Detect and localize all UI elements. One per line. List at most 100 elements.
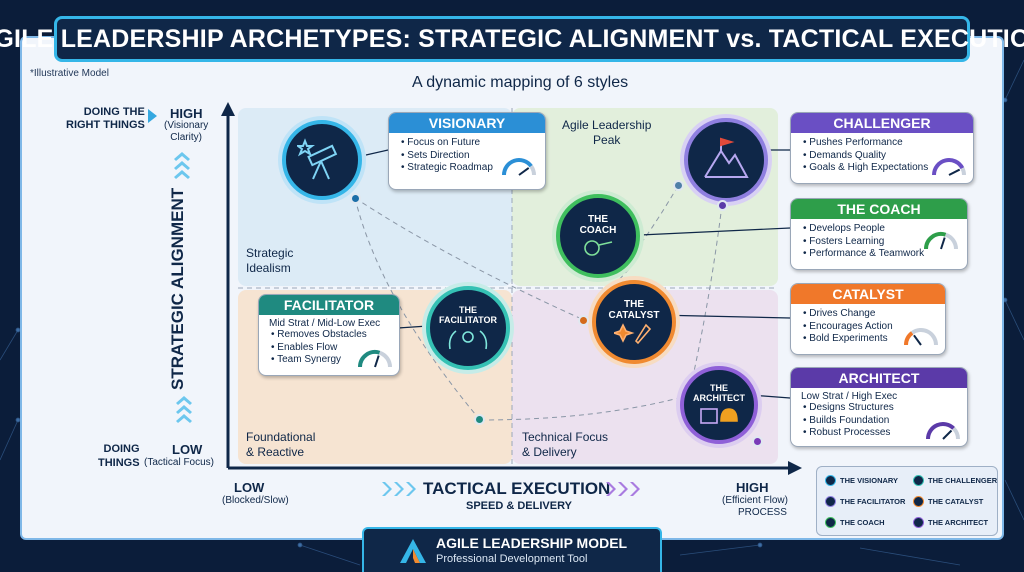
rocket-icon [614,323,652,345]
gauge-needle [942,429,953,440]
illustrative-note: *Illustrative Model [30,68,109,79]
list-item: Team Synergy [271,354,399,367]
facilitator-circle-label: THE FACILITATOR [439,305,497,325]
visionary-box: VISIONARY Focus on Future Sets Direction… [388,112,546,190]
visionary-dot [350,193,361,204]
legend-item: THE FACILITATOR [825,496,905,507]
x-axis-label: TACTICAL EXECUTION [423,479,611,498]
legend-item: THE CATALYST [913,496,983,507]
logo-icon [400,539,426,563]
list-item: Enables Flow [271,342,399,355]
visionary-box-title: VISIONARY [389,113,545,133]
gauge-needle [948,168,961,176]
challenger-box: CHALLENGER Pushes Performance Demands Qu… [790,112,974,184]
architect-box: ARCHITECT Low Strat / High Exec Designs … [790,367,968,447]
y-axis-label: STRATEGIC ALIGNMENT [168,187,187,390]
challenger-dot [673,180,684,191]
y-axis-bottom-left-label: DOING THINGS [98,443,140,469]
chevron-right-icon [148,109,157,123]
list-item: Bold Experiments [803,333,945,346]
facilitator-dot [474,414,485,425]
architect-gauge [926,422,960,440]
visionary-circle [282,120,362,200]
list-item: Fosters Learning [803,236,967,249]
title-banner: AGILE LEADERSHIP ARCHETYPES: STRATEGIC A… [0,16,1024,62]
gauge-arc [502,158,533,176]
challenger-box-title: CHALLENGER [791,113,973,133]
telescope-icon [297,138,338,180]
challenger-gauge [932,158,966,176]
x-axis-high-sub2: PROCESS [738,507,787,518]
list-item: Goals & High Expectations [803,162,973,175]
architect-circle: THE ARCHITECT [680,366,758,444]
gauge-arc [911,328,938,346]
challenger-legend-icon [913,475,924,486]
list-item: Develops People [803,223,967,236]
coach-circle: THE COACH [556,194,640,278]
subtitle: A dynamic mapping of 6 styles [412,74,629,91]
coach-circle-label: THE COACH [579,214,617,236]
catalyst-gauge [904,328,938,346]
gauge-needle [913,334,922,346]
gauge-arc [944,232,958,250]
gauge-arc [932,158,965,176]
list-item: Encourages Action [803,321,945,334]
catalyst-legend-icon [913,496,924,507]
x-axis-low-label: LOW [234,480,265,495]
hands-icon [448,330,488,350]
quadrant-label-agile-peak: Agile Leadership Peak [562,118,652,147]
list-item: Drives Change [803,308,945,321]
catalyst-circle: THE CATALYST [592,280,676,364]
architect-legend-icon [913,517,924,528]
legend-item: THE CHALLENGER [913,475,997,486]
gauge-arc [924,232,947,250]
list-item: Demands Quality [803,150,973,163]
y-axis-high-label: HIGH [170,106,203,121]
architect-box-subtitle: Low Strat / High Exec [801,391,898,402]
list-item: Strategic Roadmap [401,162,545,175]
chevron-right-icon [382,482,416,496]
chevron-right-icon [606,482,640,496]
x-axis-low-sub: (Blocked/Slow) [222,495,289,506]
whistle-icon [584,240,613,256]
gauge-arc [358,350,381,368]
architect-dot [752,436,763,447]
gauge-arc [529,165,536,176]
mountain-flag-icon [704,137,749,178]
visionary-gauge [502,158,536,176]
x-axis-high-label: HIGH [736,480,769,495]
gauge-needle [374,355,380,368]
footer-title: AGILE LEADERSHIP MODEL [436,535,628,551]
quadrant-label-foundational: Foundational & Reactive [246,430,316,459]
list-item: Builds Foundation [803,415,967,428]
facilitator-box-title: FACILITATOR [259,295,399,315]
legend: THE VISIONARY THE CHALLENGER THE FACILIT… [816,466,998,536]
gauge-arc [378,350,392,368]
chevron-up-icon [174,152,190,179]
quadrant-label-strategic-idealism: Strategic Idealism [246,246,294,275]
gauge-arc [952,426,960,440]
facilitator-legend-icon [825,496,836,507]
list-item: Designs Structures [803,402,967,415]
facilitator-gauge [358,350,392,368]
legend-item: THE VISIONARY [825,475,898,486]
gauge-arc [960,167,966,176]
x-axis-sub: SPEED & DELIVERY [466,500,572,512]
list-item: Performance & Teamwork [803,248,967,261]
legend-item: THE COACH [825,517,885,528]
catalyst-circle-label: THE CATALYST [608,299,660,321]
coach-legend-icon [825,517,836,528]
blueprint-helmet-icon [700,408,738,424]
gauge-arc [926,422,956,440]
architect-dot-upper [717,200,728,211]
challenger-circle [684,118,768,202]
x-axis-high-sub: (Efficient Flow) [722,495,788,506]
catalyst-box-title: CATALYST [791,284,945,304]
list-item: Pushes Performance [803,137,973,150]
quadrant-label-technical-focus: Technical Focus & Delivery [522,430,609,459]
facilitator-box-subtitle: Mid Strat / Mid-Low Exec [269,318,381,329]
y-axis-top-left-label: DOING THE RIGHT THINGS [66,106,145,131]
coach-box-title: THE COACH [791,199,967,219]
footer-banner: AGILE LEADERSHIP MODEL Professional Deve… [362,527,662,572]
